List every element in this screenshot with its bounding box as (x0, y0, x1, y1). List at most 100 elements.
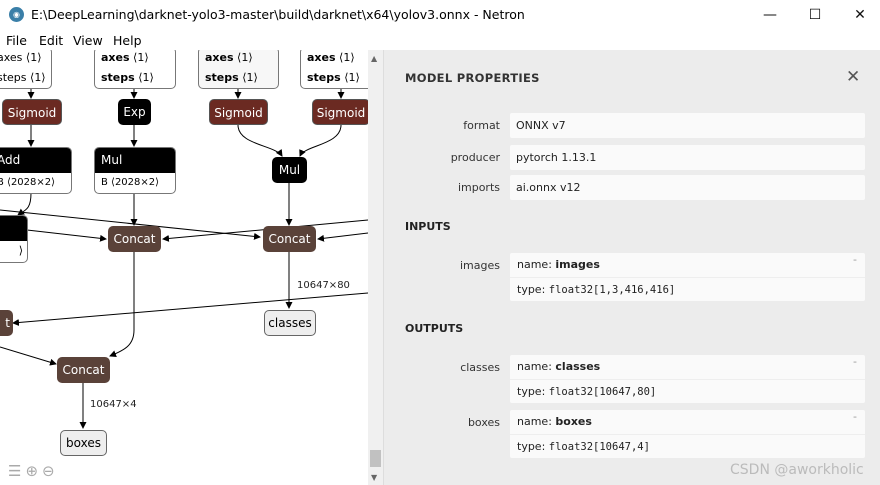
attr-steps: steps (101, 71, 135, 84)
node-sigmoid[interactable]: Sigmoid (312, 99, 368, 125)
output-boxes[interactable]: name: boxes type: float32[10647,4] - (510, 410, 865, 458)
edge (237, 124, 283, 157)
sidebar-title: MODEL PROPERTIES (405, 71, 540, 85)
output-type: float32[10647,80] (548, 386, 657, 398)
attr-value: ⟨1⟩ (344, 71, 360, 84)
attr-steps: steps (205, 71, 239, 84)
graph-scrollbar[interactable]: ▲ ▼ (368, 50, 383, 485)
maximize-button[interactable]: ☐ (808, 7, 822, 23)
output-node-boxes[interactable]: boxes (60, 430, 107, 456)
scroll-down-icon[interactable]: ▼ (371, 473, 378, 482)
node-sigmoid[interactable]: Sigmoid (209, 99, 268, 125)
node-attributes[interactable]: axes ⟨1⟩steps ⟨1⟩ (198, 50, 279, 89)
output-type: float32[10647,4] (548, 441, 650, 453)
node-concat[interactable]: Concat (57, 357, 110, 383)
edge (317, 232, 368, 242)
expand-button[interactable]: - (853, 253, 857, 266)
name-prefix: name: (517, 360, 556, 373)
node-sigmoid[interactable]: Sigmoid (2, 99, 62, 125)
node-mul[interactable]: Mul B ⟨2028×2⟩ (94, 147, 176, 194)
menu-edit[interactable]: Edit (39, 33, 64, 48)
node-add[interactable]: Add B ⟨2028×2⟩ (0, 147, 72, 194)
node-title: Add (0, 148, 71, 173)
name-prefix: name: (517, 415, 556, 428)
edge (17, 192, 32, 216)
menu-icon[interactable]: ☰ (8, 462, 26, 480)
inputs-heading: INPUTS (405, 220, 451, 233)
expand-button[interactable]: - (853, 355, 857, 368)
watermark: CSDN @aworkholic (730, 462, 864, 478)
attr-b: B ⟨2028×2⟩ (101, 177, 160, 188)
scroll-up-icon[interactable]: ▲ (371, 54, 378, 63)
node-title: Mul (95, 148, 175, 173)
attr-axes: axes (307, 51, 336, 64)
type-prefix: type: (517, 385, 549, 398)
input-label: images (460, 259, 500, 272)
node-concat[interactable]: Concat (108, 226, 161, 252)
zoom-in-icon[interactable]: ⊕ (25, 462, 43, 480)
output-label: classes (460, 361, 500, 374)
property-label: imports (457, 181, 500, 194)
attr-axes: axes (101, 51, 130, 64)
edge (0, 209, 261, 240)
node-concat[interactable]: Concat (263, 226, 316, 252)
minimize-button[interactable]: — (763, 7, 777, 23)
attr-steps: steps ⟨1⟩ (0, 71, 46, 84)
model-properties-sidebar: MODEL PROPERTIES ✕ format ONNX v7 produc… (383, 50, 880, 485)
attr-value: ⟨1⟩ (242, 71, 258, 84)
attr-value: ⟨1⟩ (138, 71, 154, 84)
output-classes[interactable]: name: classes type: float32[10647,80] - (510, 355, 865, 403)
node-attributes[interactable]: axes ⟨1⟩steps ⟨1⟩ (94, 50, 176, 89)
name-prefix: name: (517, 258, 556, 271)
type-prefix: type: (517, 440, 549, 453)
menu-bar: File Edit View Help (0, 30, 383, 50)
edge (0, 346, 57, 366)
edge (26, 229, 107, 242)
type-prefix: type: (517, 283, 549, 296)
attr-value: ⟨1⟩ (133, 51, 149, 64)
node-partial[interactable]: ⟩ (0, 215, 28, 263)
menu-file[interactable]: File (6, 33, 27, 48)
output-node-classes[interactable]: classes (264, 310, 316, 336)
node-attributes[interactable]: axes ⟨1⟩steps ⟨1⟩ (300, 50, 368, 89)
attr-axes: axes ⟨1⟩ (0, 51, 42, 64)
node-exp[interactable]: Exp (118, 99, 151, 125)
attr-value: ⟨1⟩ (237, 51, 253, 64)
outputs-heading: OUTPUTS (405, 322, 464, 335)
zoom-out-icon[interactable]: ⊖ (42, 462, 59, 480)
menu-view[interactable]: View (73, 33, 103, 48)
property-value-imports: ai.onnx v12 (510, 175, 865, 200)
attr-value: ⟨1⟩ (339, 51, 355, 64)
output-name: classes (555, 360, 601, 373)
output-name: boxes (555, 415, 592, 428)
netron-app-icon: ◉ (9, 7, 24, 22)
node-mul[interactable]: Mul (272, 157, 307, 183)
property-value-producer: pytorch 1.13.1 (510, 145, 865, 170)
attr-steps: steps (307, 71, 341, 84)
window-title: E:\DeepLearning\darknet-yolo3-master\bui… (31, 7, 525, 22)
input-name: images (555, 258, 600, 271)
scrollbar-thumb[interactable] (370, 450, 381, 467)
edge-label-classes: 10647×80 (297, 280, 350, 291)
edge-label-boxes: 10647×4 (90, 399, 137, 410)
title-bar: ◉ E:\DeepLearning\darknet-yolo3-master\b… (0, 0, 880, 30)
attr-b: B ⟨2028×2⟩ (0, 177, 56, 188)
output-label: boxes (467, 416, 500, 429)
property-label: format (463, 119, 500, 132)
close-window-button[interactable]: ✕ (854, 7, 866, 23)
node-attributes[interactable]: axes ⟨1⟩ steps ⟨1⟩ (0, 50, 52, 89)
attr-axes: axes (205, 51, 234, 64)
attr-value: ⟩ (18, 244, 23, 257)
property-value-format: ONNX v7 (510, 113, 865, 138)
edge (299, 124, 342, 157)
zoom-controls: ☰⊕⊖ (8, 462, 59, 480)
input-images[interactable]: name: images type: float32[1,3,416,416] … (510, 253, 865, 301)
property-label: producer (450, 151, 500, 164)
node-concat-partial[interactable]: t (0, 310, 13, 336)
edge (109, 251, 135, 358)
graph-canvas[interactable]: axes ⟨1⟩steps ⟨1⟩ axes ⟨1⟩steps ⟨1⟩ axes… (0, 50, 368, 485)
menu-help[interactable]: Help (113, 33, 142, 48)
close-sidebar-icon[interactable]: ✕ (846, 67, 861, 87)
expand-button[interactable]: - (853, 410, 857, 423)
input-type: float32[1,3,416,416] (548, 284, 676, 296)
